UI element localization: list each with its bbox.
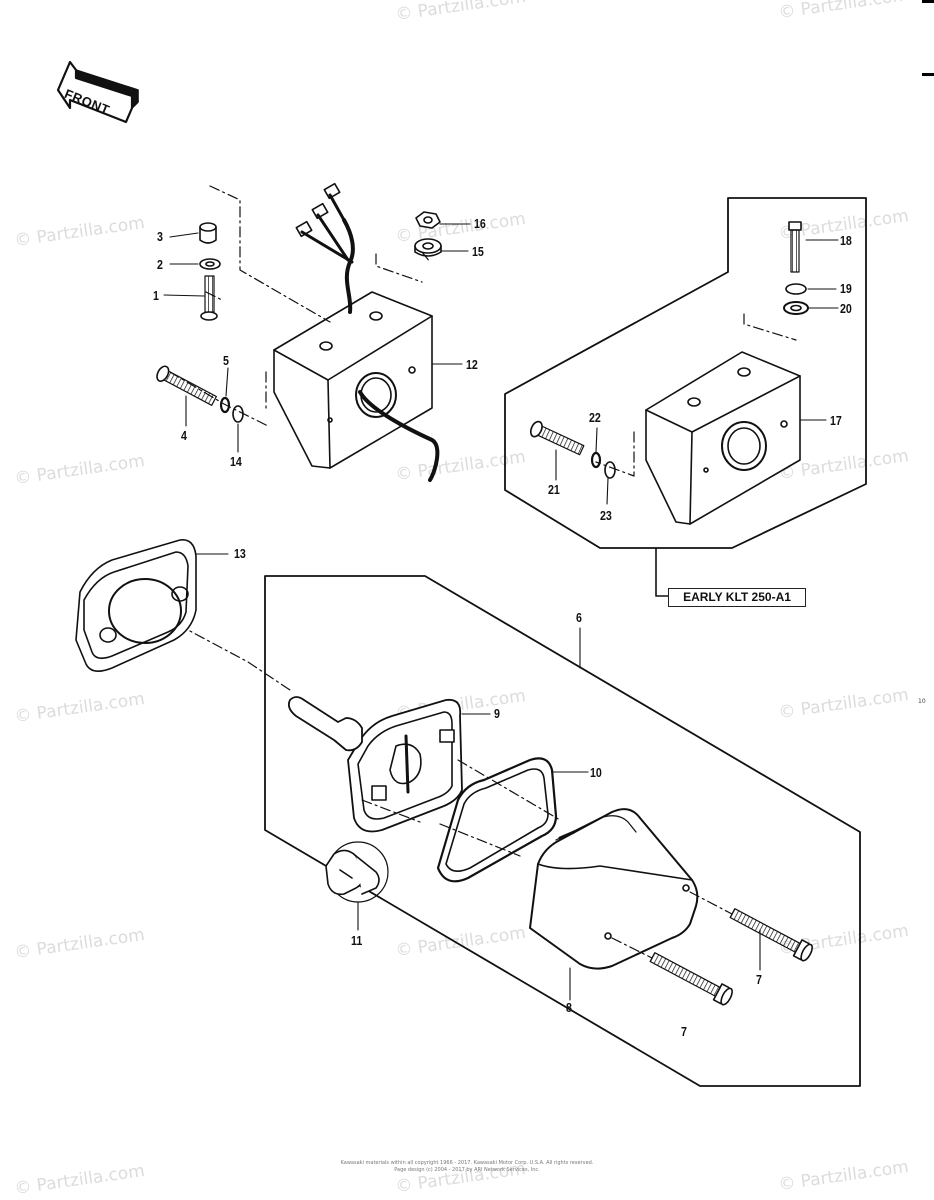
callout-21: 21	[548, 482, 560, 497]
connector-plug	[295, 220, 313, 238]
connector-plug	[311, 202, 329, 220]
front-arrow-icon	[56, 60, 139, 124]
callout-8: 8	[566, 1000, 572, 1015]
callout-7-lower: 7	[681, 1024, 687, 1039]
callout-22: 22	[589, 410, 601, 425]
variant-label: EARLY KLT 250-A1	[668, 588, 806, 607]
callout-1: 1	[153, 288, 159, 303]
washer-14	[232, 405, 244, 423]
tail-lens-8	[529, 808, 699, 970]
callout-11: 11	[351, 933, 363, 948]
nut-16	[415, 211, 441, 229]
copyright-line: Page design (c) 2004 - 2017 by ARI Netwo…	[394, 1167, 540, 1173]
mounting-plate-13	[75, 539, 197, 672]
callout-19: 19	[840, 281, 852, 296]
washer-2	[199, 258, 221, 270]
screw-21	[529, 420, 585, 456]
callout-9: 9	[494, 706, 500, 721]
callout-15: 15	[472, 244, 484, 259]
washer-20	[783, 301, 809, 315]
callout-12: 12	[466, 357, 478, 372]
callout-18: 18	[840, 233, 852, 248]
page-number: 10	[918, 698, 926, 705]
callout-14: 14	[230, 454, 242, 469]
callout-13: 13	[234, 546, 246, 561]
bushing-3	[199, 222, 217, 244]
lens-gasket-10	[436, 757, 558, 883]
group-outline-early	[504, 197, 867, 549]
bolt-1	[200, 275, 218, 321]
screw-4	[156, 365, 217, 406]
bracket-12	[273, 193, 440, 482]
screw-7-lower	[649, 952, 733, 1006]
callout-17: 17	[830, 413, 842, 428]
callout-20: 20	[840, 301, 852, 316]
washer-23	[604, 461, 616, 479]
group-outline-taillight	[264, 575, 861, 1087]
connector-plug	[323, 182, 341, 200]
callout-7-upper: 7	[756, 972, 762, 987]
callout-3: 3	[157, 229, 163, 244]
callout-10: 10	[590, 765, 602, 780]
page-edge-mark	[922, 0, 934, 3]
page-edge-mark	[922, 73, 934, 76]
lamp-base-9	[287, 696, 463, 833]
bolt-18	[788, 221, 802, 273]
callout-4: 4	[181, 428, 187, 443]
callout-23: 23	[600, 508, 612, 523]
callout-5: 5	[223, 353, 229, 368]
lock-washer-19	[785, 283, 807, 295]
bulb-11	[325, 841, 389, 903]
copyright-line: Kawasaki materials within all copyright …	[340, 1160, 594, 1166]
callout-2: 2	[157, 257, 163, 272]
screw-7-upper	[729, 908, 813, 962]
grommet-15	[414, 238, 442, 257]
lock-washer-22	[590, 451, 602, 469]
lock-washer-5	[219, 396, 231, 414]
bracket-17	[645, 351, 801, 525]
callout-6: 6	[576, 610, 582, 625]
variant-leader	[655, 547, 669, 597]
callout-16: 16	[474, 216, 486, 231]
